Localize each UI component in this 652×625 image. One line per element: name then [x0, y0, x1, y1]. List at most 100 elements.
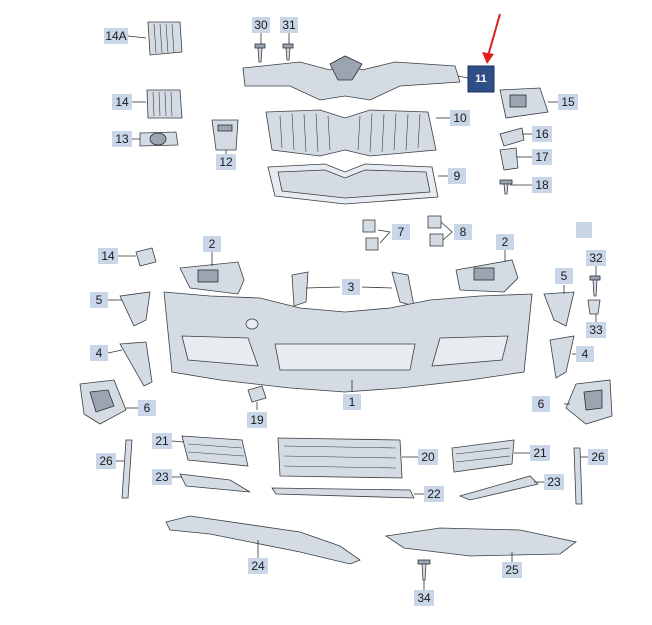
- part-4-right: [549, 335, 575, 379]
- callout-3: 3: [342, 279, 360, 295]
- svg-text:13: 13: [115, 132, 129, 146]
- svg-text:26: 26: [99, 454, 113, 468]
- part-31-screw: [282, 43, 294, 61]
- callout-17: 17: [532, 149, 552, 165]
- svg-text:9: 9: [454, 169, 461, 183]
- part-5-right: [543, 291, 575, 327]
- svg-text:18: 18: [535, 178, 549, 192]
- part-4-left: [119, 341, 153, 387]
- svg-text:20: 20: [421, 450, 435, 464]
- callout-5-left: 5: [90, 292, 108, 308]
- callout-21-right: 21: [530, 445, 550, 461]
- highlight-arrow: [482, 13, 501, 64]
- callout-20: 20: [418, 449, 438, 465]
- part-14-clip: [135, 247, 157, 267]
- callout-26-left: 26: [96, 453, 116, 469]
- part-22-lower-strip: [271, 487, 415, 499]
- callout-18: 18: [532, 177, 552, 193]
- svg-text:21: 21: [533, 446, 547, 460]
- part-6-left: [79, 379, 127, 425]
- part-18-screw: [499, 179, 513, 195]
- callout-16: 16: [532, 126, 552, 142]
- part-14a-insert: [147, 21, 183, 56]
- callout-14a: 14A: [104, 28, 128, 44]
- svg-text:14A: 14A: [105, 29, 126, 43]
- callout-14: 14: [112, 94, 132, 110]
- svg-text:6: 6: [538, 397, 545, 411]
- svg-text:15: 15: [561, 95, 575, 109]
- svg-text:17: 17: [535, 150, 549, 164]
- callout-13: 13: [112, 131, 132, 147]
- callout-31: 31: [280, 17, 298, 33]
- callout-2-right: 2: [496, 234, 514, 250]
- part-2-right-bracket: [455, 259, 519, 293]
- svg-text:19: 19: [250, 413, 264, 427]
- svg-text:8: 8: [460, 225, 467, 239]
- part-24-spoiler: [165, 515, 361, 565]
- part-1-bumper-cover: [163, 291, 533, 393]
- part-21-right-grille: [451, 439, 515, 473]
- part-23-left-trim: [179, 473, 251, 493]
- part-26-right-strip: [573, 447, 583, 505]
- callout-23-right: 23: [544, 474, 564, 490]
- part-15-sensor: [499, 87, 549, 119]
- svg-text:24: 24: [251, 559, 265, 573]
- part-16-clip: [499, 127, 525, 147]
- part-12-bracket: [211, 119, 239, 151]
- callout-12: 12: [216, 154, 236, 170]
- callout-14-clip: 14: [98, 248, 118, 264]
- svg-text:32: 32: [589, 251, 603, 265]
- svg-text:25: 25: [505, 563, 519, 577]
- callout-2-left: 2: [203, 236, 221, 252]
- part-23-right-trim: [458, 475, 539, 501]
- svg-text:1: 1: [349, 395, 356, 409]
- svg-text:5: 5: [96, 293, 103, 307]
- part-11-crossmember: [242, 55, 461, 101]
- callout-22: 22: [424, 486, 444, 502]
- callout-21-left: 21: [152, 433, 172, 449]
- callout-33: 33: [586, 322, 606, 338]
- svg-text:33: 33: [589, 323, 603, 337]
- part-20-center-grille: [277, 437, 403, 479]
- svg-text:23: 23: [547, 475, 561, 489]
- part-34-screw: [417, 559, 431, 581]
- svg-text:6: 6: [144, 401, 151, 415]
- svg-text:23: 23: [155, 470, 169, 484]
- callout-9: 9: [448, 168, 466, 184]
- callout-34: 34: [414, 590, 434, 606]
- part-14-insert: [146, 89, 183, 119]
- callout-6-right: 6: [532, 396, 550, 412]
- part-5-left: [119, 291, 151, 327]
- svg-text:26: 26: [591, 450, 605, 464]
- callout-23-left: 23: [152, 469, 172, 485]
- part-13-bracket: [139, 131, 179, 147]
- part-8-brackets: [427, 215, 444, 247]
- svg-text:3: 3: [348, 280, 355, 294]
- svg-text:30: 30: [254, 18, 268, 32]
- callout-11-highlighted: 11: [467, 65, 495, 93]
- part-21-left-grille: [181, 435, 249, 467]
- svg-text:14: 14: [101, 249, 115, 263]
- svg-text:5: 5: [561, 269, 568, 283]
- svg-text:31: 31: [282, 18, 296, 32]
- callout-30: 30: [252, 17, 270, 33]
- callout-10: 10: [450, 110, 470, 126]
- svg-text:4: 4: [582, 347, 589, 361]
- callout-7: 7: [392, 224, 410, 240]
- svg-text:4: 4: [96, 346, 103, 360]
- callout-19: 19: [247, 412, 267, 428]
- svg-text:34: 34: [417, 591, 431, 605]
- callout-24: 24: [248, 558, 268, 574]
- part-2-left-bracket: [179, 261, 245, 295]
- svg-text:2: 2: [502, 235, 509, 249]
- part-30-screw: [254, 43, 266, 63]
- leader-lines: [107, 33, 597, 590]
- svg-text:11: 11: [475, 73, 487, 85]
- callout-26-right: 26: [588, 449, 608, 465]
- part-25-underbody-panel: [384, 527, 577, 557]
- svg-text:16: 16: [535, 127, 549, 141]
- svg-text:22: 22: [427, 487, 441, 501]
- callout-32: 32: [586, 250, 606, 266]
- part-7-brackets: [362, 219, 379, 251]
